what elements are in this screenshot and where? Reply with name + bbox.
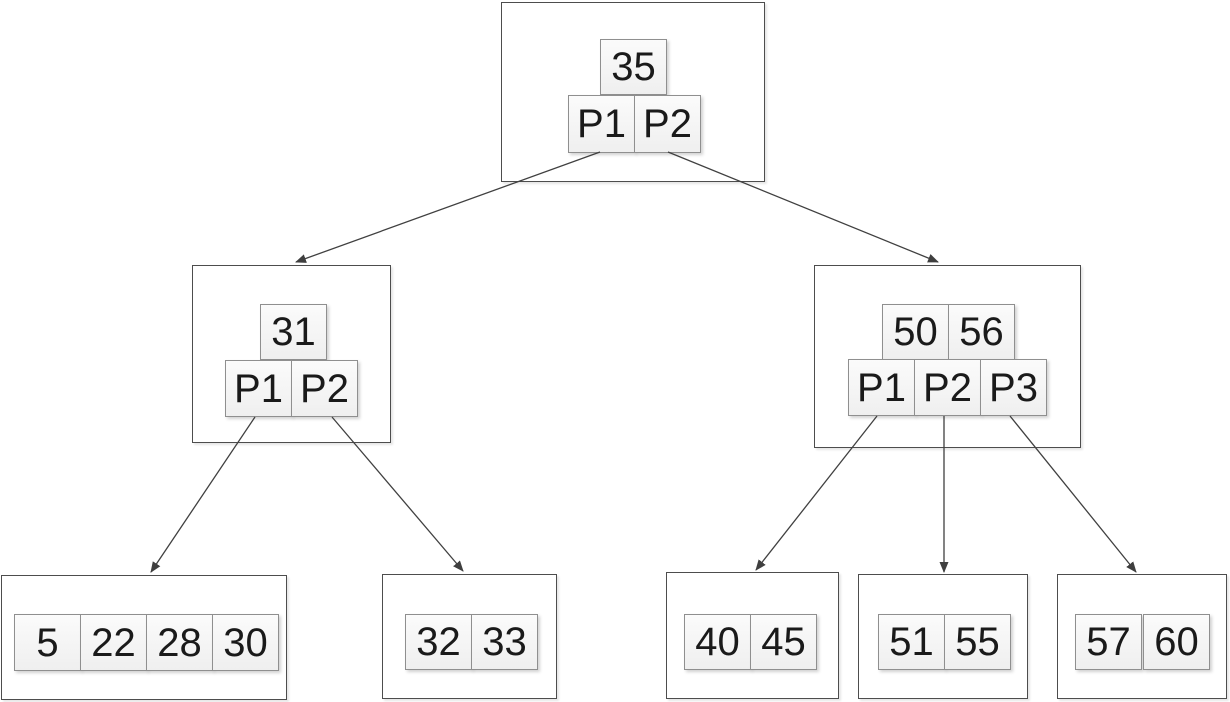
key-cell: 55 — [944, 614, 1011, 670]
key-cell: 28 — [146, 614, 213, 671]
pointer-cell: P1 — [568, 95, 635, 153]
key-cell: 35 — [600, 39, 667, 95]
node-box-leaf-2: 32 33 — [382, 574, 557, 699]
pointer-cell: P1 — [848, 359, 915, 416]
pointer-cell: P3 — [980, 359, 1047, 416]
key-cell: 22 — [80, 614, 147, 671]
key-cell: 45 — [750, 614, 817, 670]
node-box-leaf-5: 57 60 — [1057, 574, 1227, 699]
key-cell: 33 — [471, 614, 538, 670]
node-box-root: 35 P1 P2 — [501, 2, 765, 182]
pointer-cell: P2 — [634, 95, 701, 153]
key-cell: 56 — [948, 304, 1015, 360]
key-cell: 5 — [14, 614, 81, 671]
key-cell: 40 — [684, 614, 751, 670]
key-cell: 31 — [260, 304, 327, 360]
node-box-leaf-3: 40 45 — [666, 572, 839, 699]
pointer-cell: P2 — [914, 359, 981, 416]
key-cell: 30 — [212, 614, 279, 671]
node-box-leaf-4: 51 55 — [858, 574, 1028, 699]
node-box-leaf-1: 5 22 28 30 — [1, 575, 287, 700]
node-box-left-child: 31 P1 P2 — [192, 265, 391, 443]
key-cell: 57 — [1075, 614, 1142, 670]
key-cell: 60 — [1143, 614, 1210, 670]
pointer-cell: P1 — [225, 360, 292, 417]
key-cell: 50 — [882, 304, 949, 360]
key-cell: 51 — [878, 614, 945, 670]
node-box-right-child: 50 56 P1 P2 P3 — [814, 265, 1081, 448]
key-cell: 32 — [405, 614, 472, 670]
pointer-cell: P2 — [291, 360, 358, 417]
